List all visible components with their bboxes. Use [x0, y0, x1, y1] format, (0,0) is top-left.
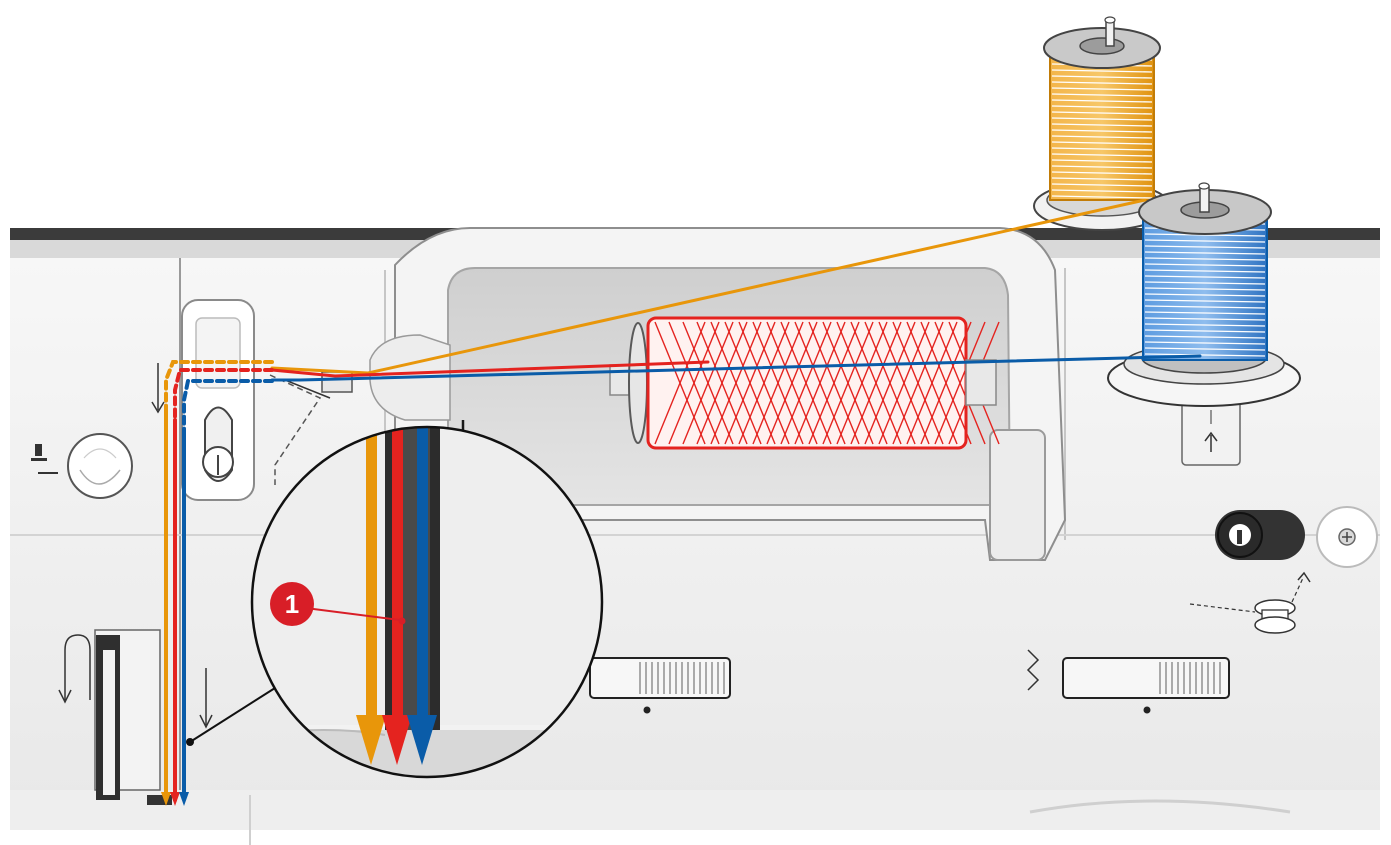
- needle-area: [58, 629, 251, 845]
- zigzag-icon: [1026, 649, 1040, 691]
- blue-thread-spool: [1107, 182, 1301, 466]
- bobbin-winder-controls: [1189, 506, 1378, 634]
- callout-1-number: 1: [285, 589, 299, 619]
- orange-thread-path: [366, 198, 1147, 375]
- red-thread-spool: [609, 316, 1000, 450]
- stitch-width-dial: [589, 657, 731, 714]
- bobbin-icon: [1189, 571, 1311, 634]
- callout-1: 1: [270, 582, 406, 626]
- thread-paths: [161, 198, 1202, 806]
- presser-foot-control: [31, 433, 133, 499]
- orange-thread-spool: [1033, 16, 1171, 231]
- red-thread-path: [270, 360, 710, 378]
- screw-icon: [1316, 506, 1378, 568]
- presser-foot-icon: [31, 444, 58, 474]
- blue-thread-path: [270, 354, 1202, 382]
- stitch-length-dial: [1026, 649, 1230, 714]
- thread-guide-assembly: [151, 299, 480, 601]
